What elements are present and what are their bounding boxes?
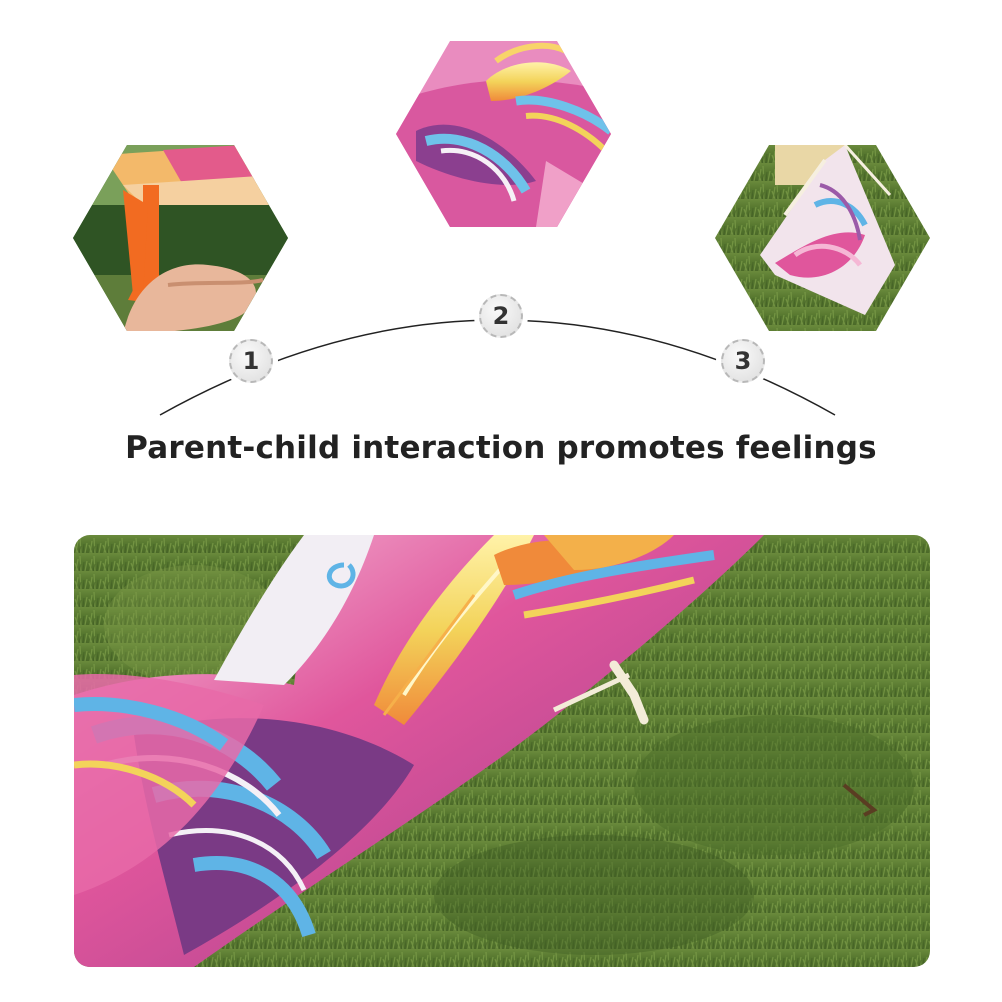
step-1-photo	[73, 145, 288, 331]
step-3-photo	[715, 145, 930, 331]
step-3-badge: 3	[716, 334, 770, 388]
main-photo	[74, 535, 930, 967]
step-2-number: 2	[492, 302, 510, 330]
step-1-badge: 1	[224, 334, 278, 388]
step-2-badge: 2	[474, 289, 528, 343]
step-2-photo	[396, 41, 611, 227]
step-3-number: 3	[734, 347, 752, 375]
step-1-number: 1	[242, 347, 260, 375]
caption: Parent-child interaction promotes feelin…	[125, 430, 877, 466]
